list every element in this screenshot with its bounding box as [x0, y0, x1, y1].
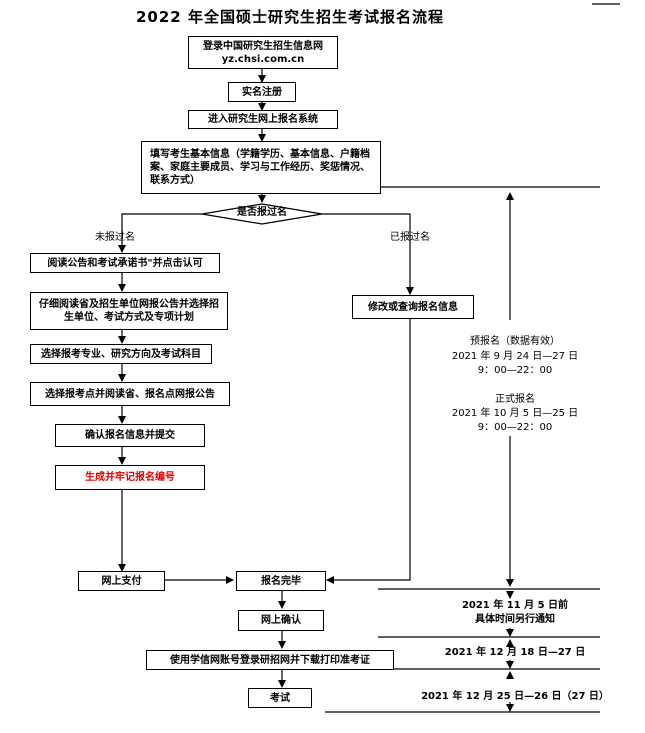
- branch-registered: 已报过名: [390, 232, 430, 243]
- step-select-site: 选择报考点并阅读省、报名点网报公告: [30, 382, 230, 406]
- page-title: 2022 年全国硕士研究生招生考试报名流程: [136, 8, 444, 26]
- confirm-date: 2021 年 11 月 5 日前: [461, 600, 569, 611]
- step-done: 报名完毕: [236, 571, 326, 591]
- step-pay: 网上支付: [78, 571, 165, 591]
- confirm-note: 具体时间另行通知: [475, 614, 555, 625]
- step-fill-info: 填写考生基本信息（学籍学历、基本信息、户籍档案、家庭主要成员、学习与工作经历、奖…: [141, 141, 381, 194]
- pre-registration-time: 9：00—22：00: [477, 365, 553, 376]
- step-select-unit: 仔细阅读省及招生单位网报公告并选择招生单位、考试方式及专项计划: [30, 292, 228, 330]
- step-read-announce: 阅读公告和考试承诺书"并点击认可: [30, 253, 220, 273]
- branch-not-registered: 未报过名: [95, 232, 135, 243]
- step-modify: 修改或查询报名信息: [352, 295, 474, 319]
- formal-registration-time: 9：00—22：00: [477, 422, 553, 433]
- decision-label: 是否报过名: [237, 207, 287, 218]
- step-realname: 实名注册: [228, 82, 296, 102]
- step-gen-number: 生成并牢记报名编号: [55, 465, 205, 490]
- formal-registration-title: 正式报名: [495, 394, 535, 405]
- step-enter-system: 进入研究生网上报名系统: [188, 110, 338, 129]
- step-print-ticket: 使用学信网账号登录研招网并下载打印准考证: [146, 650, 394, 670]
- step-exam: 考试: [248, 688, 312, 708]
- formal-registration-date: 2021 年 10 月 5 日—25 日: [451, 408, 579, 419]
- pre-registration-title: 预报名（数据有效）: [470, 336, 560, 347]
- step-confirm-submit: 确认报名信息并提交: [55, 424, 205, 447]
- print-date: 2021 年 12 月 18 日—27 日: [444, 647, 586, 658]
- step-select-major: 选择报考专业、研究方向及考试科目: [30, 344, 212, 364]
- pre-registration-date: 2021 年 9 月 24 日—27 日: [451, 351, 579, 362]
- step-online-confirm: 网上确认: [238, 610, 324, 631]
- exam-date: 2021 年 12 月 25 日—26 日（27 日）: [421, 691, 609, 702]
